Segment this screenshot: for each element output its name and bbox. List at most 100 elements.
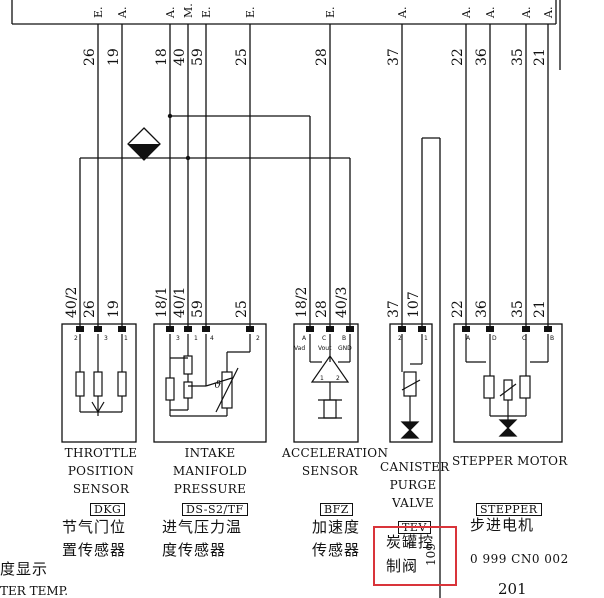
pin-label: C [322, 335, 326, 342]
wire-number-top: 21 [532, 48, 548, 66]
pin-label: 2 [398, 335, 402, 342]
bfz-label-line: SENSOR [301, 464, 359, 478]
top-letter: E. [324, 6, 337, 18]
ds-box [153, 323, 267, 443]
page-number: 201 [498, 580, 527, 598]
wire-number-low: 37 [386, 300, 402, 318]
wire-number-low: 40/1 [172, 287, 188, 318]
stepper-label-en: STEPPER MOTOR [452, 452, 568, 470]
pin-label: C [522, 335, 526, 342]
pin-label: A [466, 335, 471, 342]
pin-markers [76, 326, 552, 332]
wire-number-low: 21 [532, 300, 548, 318]
pin-label: B [342, 335, 346, 342]
wire-number-top: 22 [450, 48, 466, 66]
tev-label-cn: 炭罐控 制阀 [386, 530, 434, 578]
tev-internals [400, 334, 423, 439]
dkg-label-cn: 节气门位 置传感器 [62, 516, 126, 562]
ds-label-cn: 进气压力温 度传感器 [162, 516, 242, 562]
stepper-label-text: STEPPER MOTOR [452, 454, 568, 468]
pin-label: 1 [124, 335, 128, 342]
bfz-code-text: BFZ [320, 503, 353, 516]
left-cut-en: TER TEMP. [0, 584, 69, 598]
pin-label: A [302, 335, 307, 342]
ds-label-line: INTAKE [184, 446, 236, 460]
stepper-code-text: STEPPER [476, 503, 542, 516]
ds-label-line: MANIFOLD [172, 464, 248, 478]
dkg-cn-line: 置传感器 [62, 541, 127, 559]
wire-number-top: 18 [154, 48, 170, 66]
top-letter: A. [520, 7, 533, 19]
ds-code: DS-S2/TF [182, 498, 248, 517]
part-number: 0 999 CN0 002 [470, 552, 569, 566]
dkg-cn-line: 节气门位 [62, 518, 127, 536]
top-letter: E. [244, 6, 257, 18]
ds-code-text: DS-S2/TF [182, 503, 248, 516]
pin-label: B [550, 335, 554, 342]
wire-number-top: 35 [510, 48, 526, 66]
wire-number-low: 35 [510, 300, 526, 318]
dkg-label-line: THROTTLE [64, 446, 138, 460]
svg-text:1: 1 [320, 375, 324, 382]
wire-number-low: 18/1 [154, 287, 170, 318]
bfz-box [293, 323, 359, 443]
wire-number-low: 36 [474, 300, 490, 318]
dkg-internals [75, 334, 127, 416]
tev-box [389, 323, 433, 443]
wire-number-low: 25 [234, 300, 250, 318]
diamond-symbol-icon [127, 127, 161, 161]
top-letter: A. [116, 7, 129, 19]
pin-label: 1 [194, 335, 198, 342]
wire-number-low: 28 [314, 300, 330, 318]
bfz-label-line: ACCELERATION [282, 446, 389, 460]
bfz-cn-line: 传感器 [312, 541, 361, 559]
top-letter: A. [396, 7, 409, 19]
wire-number-top: 26 [82, 48, 98, 66]
top-letter: A. [460, 7, 473, 19]
top-letter: A. [542, 7, 555, 19]
top-letters: E.A.A.M.E.E.E.A.A.A.A.A. [92, 3, 555, 19]
dkg-label-line: POSITION [67, 464, 135, 478]
top-letter: E. [92, 6, 105, 18]
top-letter: E. [200, 6, 213, 18]
dkg-box [61, 323, 137, 443]
ds-internals: ϑ [165, 334, 251, 417]
wire-number-top: 19 [106, 48, 122, 66]
svg-text:ϑ: ϑ [214, 380, 221, 391]
bfz-label-en: ACCELERATION SENSOR [282, 444, 389, 480]
stepper-label-cn: 步进电机 [470, 514, 534, 535]
bfz-label-cn: 加速度 传感器 [312, 516, 360, 562]
stepper-code: STEPPER [476, 498, 542, 517]
ds-cn-line: 进气压力温 [162, 518, 243, 536]
dkg-label-line: SENSOR [72, 482, 130, 496]
pin-label: D [492, 335, 497, 342]
wire-number-low: 40/3 [334, 287, 350, 318]
left-cut-cn: 度显示 [0, 560, 49, 578]
bfz-internals: 1 2 [309, 334, 351, 419]
dkg-code-text: DKG [90, 503, 126, 516]
wire-number-top: 36 [474, 48, 490, 66]
tev-label-en: CANISTER PURGE VALVE [380, 458, 450, 512]
pin-label: Vad [294, 345, 305, 352]
wire-number-top: 37 [386, 48, 402, 66]
top-letter: M. [182, 3, 195, 18]
wire-number-top: 25 [234, 48, 250, 66]
wire-number-low: 59 [190, 300, 206, 318]
pin-label: 2 [74, 335, 78, 342]
pin-label: 3 [176, 335, 180, 342]
wire-number-low: 18/2 [294, 287, 310, 318]
wires [11, 0, 561, 598]
tev-label-line: PURGE [389, 478, 437, 492]
junction-18 [167, 113, 173, 119]
vertical-wire-number: 109 [424, 543, 438, 566]
wire-number-top: 28 [314, 48, 330, 66]
dkg-label-en: THROTTLE POSITION SENSOR [60, 444, 142, 498]
tev-label-line: VALVE [392, 496, 434, 510]
tev-label-line: CANISTER [380, 460, 450, 474]
wire-number-low: 107 [406, 291, 422, 318]
ds-label-en: INTAKE MANIFOLD PRESSURE [168, 444, 252, 498]
